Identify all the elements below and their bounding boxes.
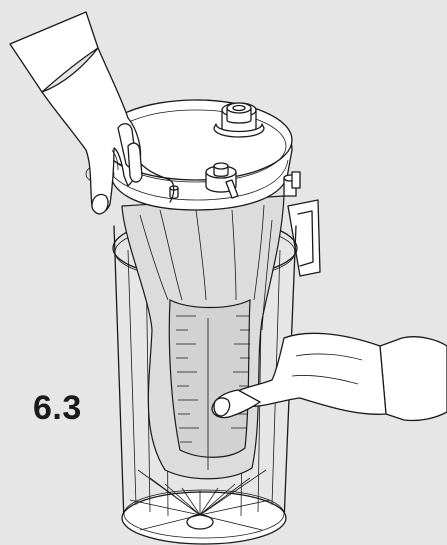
step-number-label: 6.3 xyxy=(33,389,82,427)
left-hand-icon xyxy=(9,11,143,215)
canister-liner-icon xyxy=(85,99,301,480)
collection-canister-icon xyxy=(112,199,321,545)
small-port-icon xyxy=(205,162,239,199)
large-port-icon xyxy=(213,102,265,138)
right-hand-icon xyxy=(211,332,447,422)
